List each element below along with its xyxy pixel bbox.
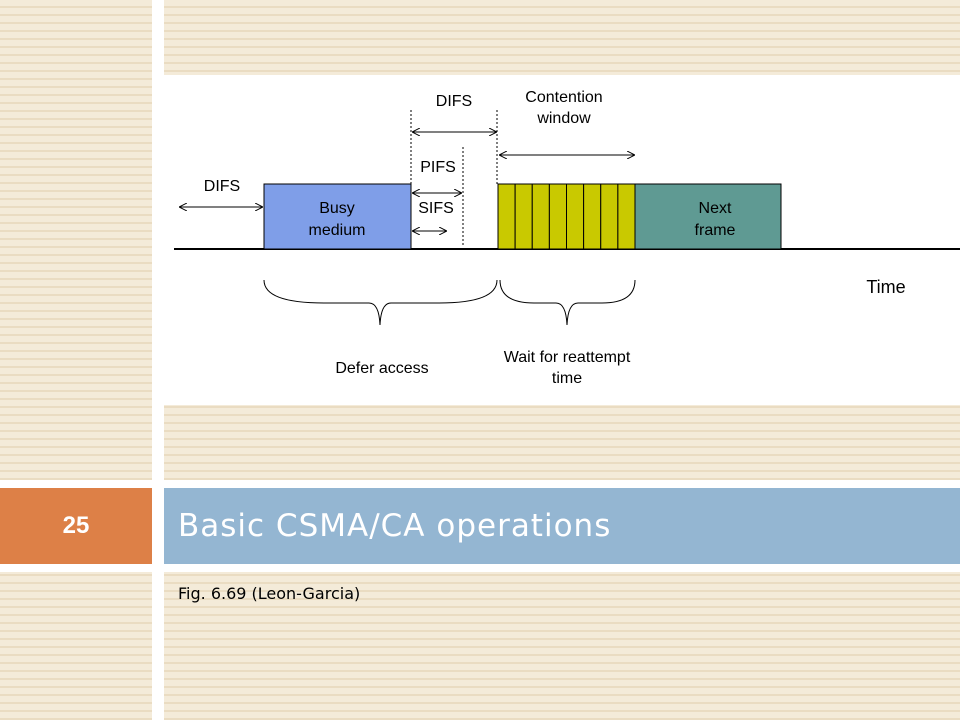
wait-label-line1: Wait for reattempt (504, 349, 631, 366)
title-bar: Basic CSMA/CA operations (164, 488, 960, 564)
left-background-panel (0, 0, 152, 720)
busy-label-line1: Busy (319, 200, 355, 217)
pifs-label: PIFS (420, 159, 456, 176)
vertical-divider (152, 0, 164, 720)
contention-label-line2: window (536, 110, 591, 127)
sifs-label: SIFS (418, 200, 454, 217)
csma-ca-figure: Busy medium Next frame DIFS DIFS Content… (164, 75, 960, 405)
contention-slot (497, 183, 516, 250)
title-band-bottom-gap (0, 564, 960, 572)
next-frame-block (634, 183, 782, 250)
contention-slots (497, 183, 636, 250)
slide-number: 25 (0, 488, 152, 564)
contention-label-line1: Contention (525, 89, 602, 106)
slide-title: Basic CSMA/CA operations (178, 508, 612, 544)
busy-label-line2: medium (309, 222, 366, 239)
contention-slot (617, 183, 636, 250)
contention-slot (531, 183, 550, 250)
next-label-line2: frame (695, 222, 736, 239)
wait-time-brace (499, 279, 636, 326)
contention-slot (514, 183, 533, 250)
contention-slot (600, 183, 619, 250)
csma-ca-diagram: Busy medium Next frame DIFS DIFS Content… (174, 89, 960, 387)
figure-caption: Fig. 6.69 (Leon-Garcia) (178, 584, 361, 603)
time-label: Time (866, 277, 905, 297)
contention-slot (583, 183, 602, 250)
defer-access-brace (263, 279, 498, 326)
contention-slot (566, 183, 585, 250)
busy-medium-block (263, 183, 412, 250)
defer-access-label: Defer access (335, 360, 428, 377)
wait-label-line2: time (552, 370, 582, 387)
title-band-top-gap (0, 480, 960, 488)
difs-top-label: DIFS (436, 93, 472, 110)
next-label-line1: Next (699, 200, 732, 217)
contention-slot (548, 183, 567, 250)
difs-left-label: DIFS (204, 178, 240, 195)
